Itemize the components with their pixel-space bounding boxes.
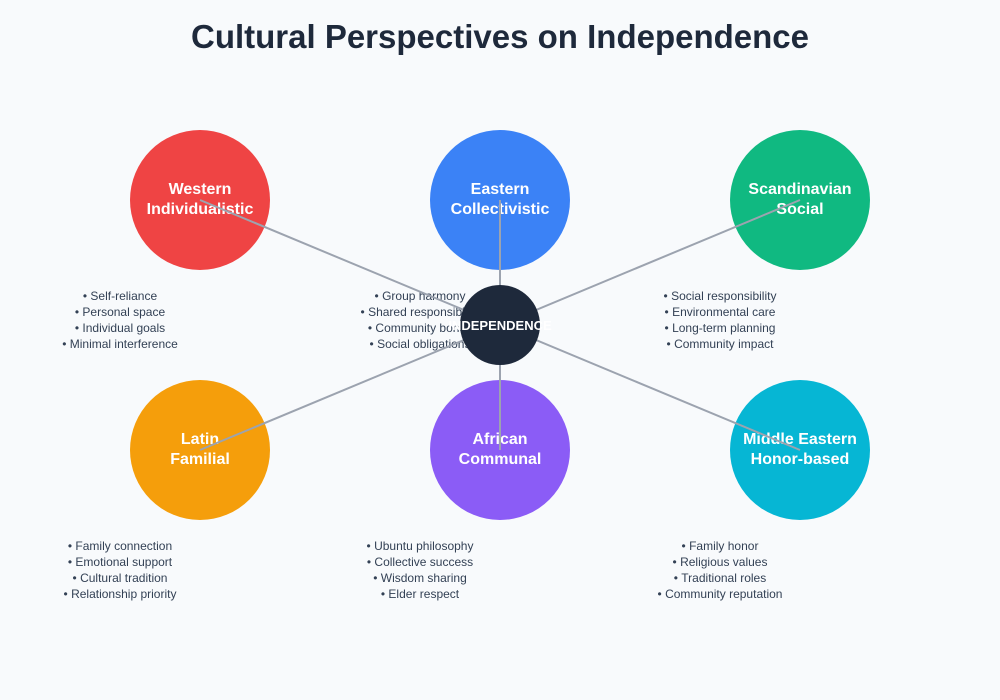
perspective-label-line: Honor-based	[750, 451, 850, 468]
trait-item: Collective success	[320, 554, 520, 570]
traits-list-middle-eastern: Family honorReligious valuesTraditional …	[620, 538, 820, 602]
perspective-label-line: Scandinavian	[748, 181, 852, 198]
perspective-label-line: Western	[168, 181, 232, 198]
perspective-label-line: Individualistic	[146, 201, 254, 218]
trait-item: Personal space	[20, 304, 220, 320]
page-title: Cultural Perspectives on Independence	[190, 18, 809, 55]
center-label: INDEPENDENCE	[448, 317, 552, 333]
trait-item: Emotional support	[20, 554, 220, 570]
traits-list-latin: Family connectionEmotional supportCultur…	[20, 538, 220, 602]
traits-list-african: Ubuntu philosophyCollective successWisdo…	[320, 538, 520, 602]
perspective-label-line: African	[472, 431, 528, 448]
trait-item: Family connection	[20, 538, 220, 554]
center-node-independence: INDEPENDENCE	[448, 285, 552, 365]
trait-item: Ubuntu philosophy	[320, 538, 520, 554]
perspective-label-line: Communal	[458, 451, 542, 468]
trait-item: Community reputation	[620, 586, 820, 602]
trait-item: Cultural tradition	[20, 570, 220, 586]
perspective-label-line: Eastern	[470, 181, 530, 198]
trait-item: Elder respect	[320, 586, 520, 602]
trait-item: Community impact	[620, 336, 820, 352]
trait-item: Relationship priority	[20, 586, 220, 602]
perspective-label-line: Familial	[170, 451, 230, 468]
perspective-label-line: Latin	[180, 431, 220, 448]
trait-item: Long-term planning	[620, 320, 820, 336]
trait-item: Individual goals	[20, 320, 220, 336]
trait-item: Self-reliance	[20, 288, 220, 304]
traits-list-scandinavian: Social responsibilityEnvironmental careL…	[620, 288, 820, 352]
trait-item: Environmental care	[620, 304, 820, 320]
trait-item: Family honor	[620, 538, 820, 554]
trait-item: Social responsibility	[620, 288, 820, 304]
perspective-label-line: Social	[776, 201, 824, 218]
traits-list-western: Self-reliancePersonal spaceIndividual go…	[20, 288, 220, 352]
trait-item: Wisdom sharing	[320, 570, 520, 586]
trait-item: Religious values	[620, 554, 820, 570]
trait-item: Minimal interference	[20, 336, 220, 352]
perspective-label-line: Middle Eastern	[743, 431, 857, 448]
perspective-label-line: Collectivistic	[450, 201, 550, 218]
trait-item: Traditional roles	[620, 570, 820, 586]
